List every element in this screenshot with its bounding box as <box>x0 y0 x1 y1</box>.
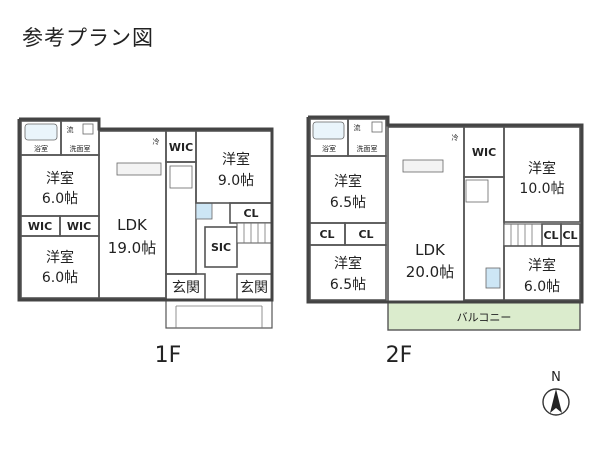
f1-wic-c-label: WIC <box>169 141 193 154</box>
f2-western-a-size: 6.5帖 <box>330 195 366 211</box>
f2-floor-label: 2F <box>386 343 413 368</box>
f2-western-b-name: 洋室 <box>334 255 362 272</box>
f1-fridge-label: 冷 <box>153 137 160 146</box>
f2-closet-a-label: CL <box>319 228 334 241</box>
f1-western-right-name: 洋室 <box>222 151 250 168</box>
f1-wic-b-label: WIC <box>67 220 91 233</box>
f2-bathtub-icon <box>312 121 345 140</box>
f1-western-top-name: 洋室 <box>46 170 74 187</box>
f1-western-room-bottom <box>20 235 100 299</box>
f1-toilet-icon <box>82 123 94 135</box>
f2-western-a-name: 洋室 <box>334 173 362 190</box>
f2-western-room-d <box>503 245 581 301</box>
f1-outer-wall <box>17 117 274 302</box>
f1-toilet-room <box>169 165 193 189</box>
f1-wic-a-label: WIC <box>28 220 52 233</box>
f2-closet-d-label: CL <box>562 229 577 242</box>
compass-icon: N <box>542 370 570 416</box>
f2-closet-c-label: CL <box>543 229 558 242</box>
f2-fridge-label: 冷 <box>452 133 459 142</box>
f2-stairs <box>503 223 543 247</box>
f1-toilet-label: 流 <box>67 125 74 134</box>
f2-toilet-icon <box>371 121 383 133</box>
f1-closet-label: CL <box>243 207 258 220</box>
f1-bath-label: 浴室 <box>34 144 48 153</box>
f1-western-right-size: 9.0帖 <box>218 173 254 189</box>
f2-wash-basin-icon <box>485 267 501 289</box>
f1-shoe-closet-label: SIC <box>211 241 231 254</box>
f2-outer-wall <box>306 115 584 304</box>
f1-stairs <box>236 222 273 244</box>
f1-kitchen-counter <box>116 162 162 176</box>
f1-entrance-b-label: 玄関 <box>240 279 268 296</box>
f2-western-room-c <box>503 126 581 223</box>
f2-ldk-name: LDK <box>415 241 446 259</box>
f2-western-b-size: 6.5帖 <box>330 277 366 293</box>
page-title: 参考プラン図 <box>22 26 154 50</box>
f2-toilet-label: 流 <box>354 123 361 132</box>
f2-kitchen-counter <box>402 159 444 173</box>
f1-shoe-closet <box>204 226 238 268</box>
f1-western-bottom-name: 洋室 <box>46 249 74 266</box>
f2-balcony-label: バルコニー <box>457 311 512 324</box>
f2-western-c-name: 洋室 <box>528 160 556 177</box>
f2-wic-label: WIC <box>472 146 496 159</box>
f1-western-top-size: 6.0帖 <box>42 191 78 207</box>
compass-north-label: N <box>551 370 561 385</box>
f1-wash-label: 洗面室 <box>70 144 91 153</box>
f1-ldk-room <box>98 130 167 299</box>
f2-toilet-room <box>465 179 489 203</box>
f1-western-bottom-size: 6.0帖 <box>42 270 78 286</box>
f2-wash-label: 洗面室 <box>357 144 378 153</box>
f1-ldk-size: 19.0帖 <box>108 239 156 257</box>
f1-wash-basin-icon <box>195 202 213 220</box>
f1-porch <box>165 299 273 329</box>
f1-ldk-name: LDK <box>117 216 148 234</box>
f2-western-c-size: 10.0帖 <box>519 181 564 197</box>
f1-entrance-a-label: 玄関 <box>172 279 200 296</box>
floor-1-plan: 浴室 流 洗面室 洋室 6.0帖 WIC WIC 洋室 6.0帖 冷 LDK 1… <box>17 117 274 368</box>
f2-ldk-size: 20.0帖 <box>406 263 454 281</box>
f2-western-room-b <box>309 244 387 301</box>
f1-floor-label: 1F <box>155 343 182 368</box>
f2-western-d-size: 6.0帖 <box>524 279 560 295</box>
floor-2-plan: 浴室 流 洗面室 洋室 6.5帖 CL CL 洋室 6.5帖 冷 LDK 20.… <box>306 115 584 368</box>
f2-closet-b-label: CL <box>358 228 373 241</box>
f2-western-d-name: 洋室 <box>528 257 556 274</box>
f2-bath-label: 浴室 <box>322 144 336 153</box>
f1-bathtub-icon <box>24 123 58 141</box>
